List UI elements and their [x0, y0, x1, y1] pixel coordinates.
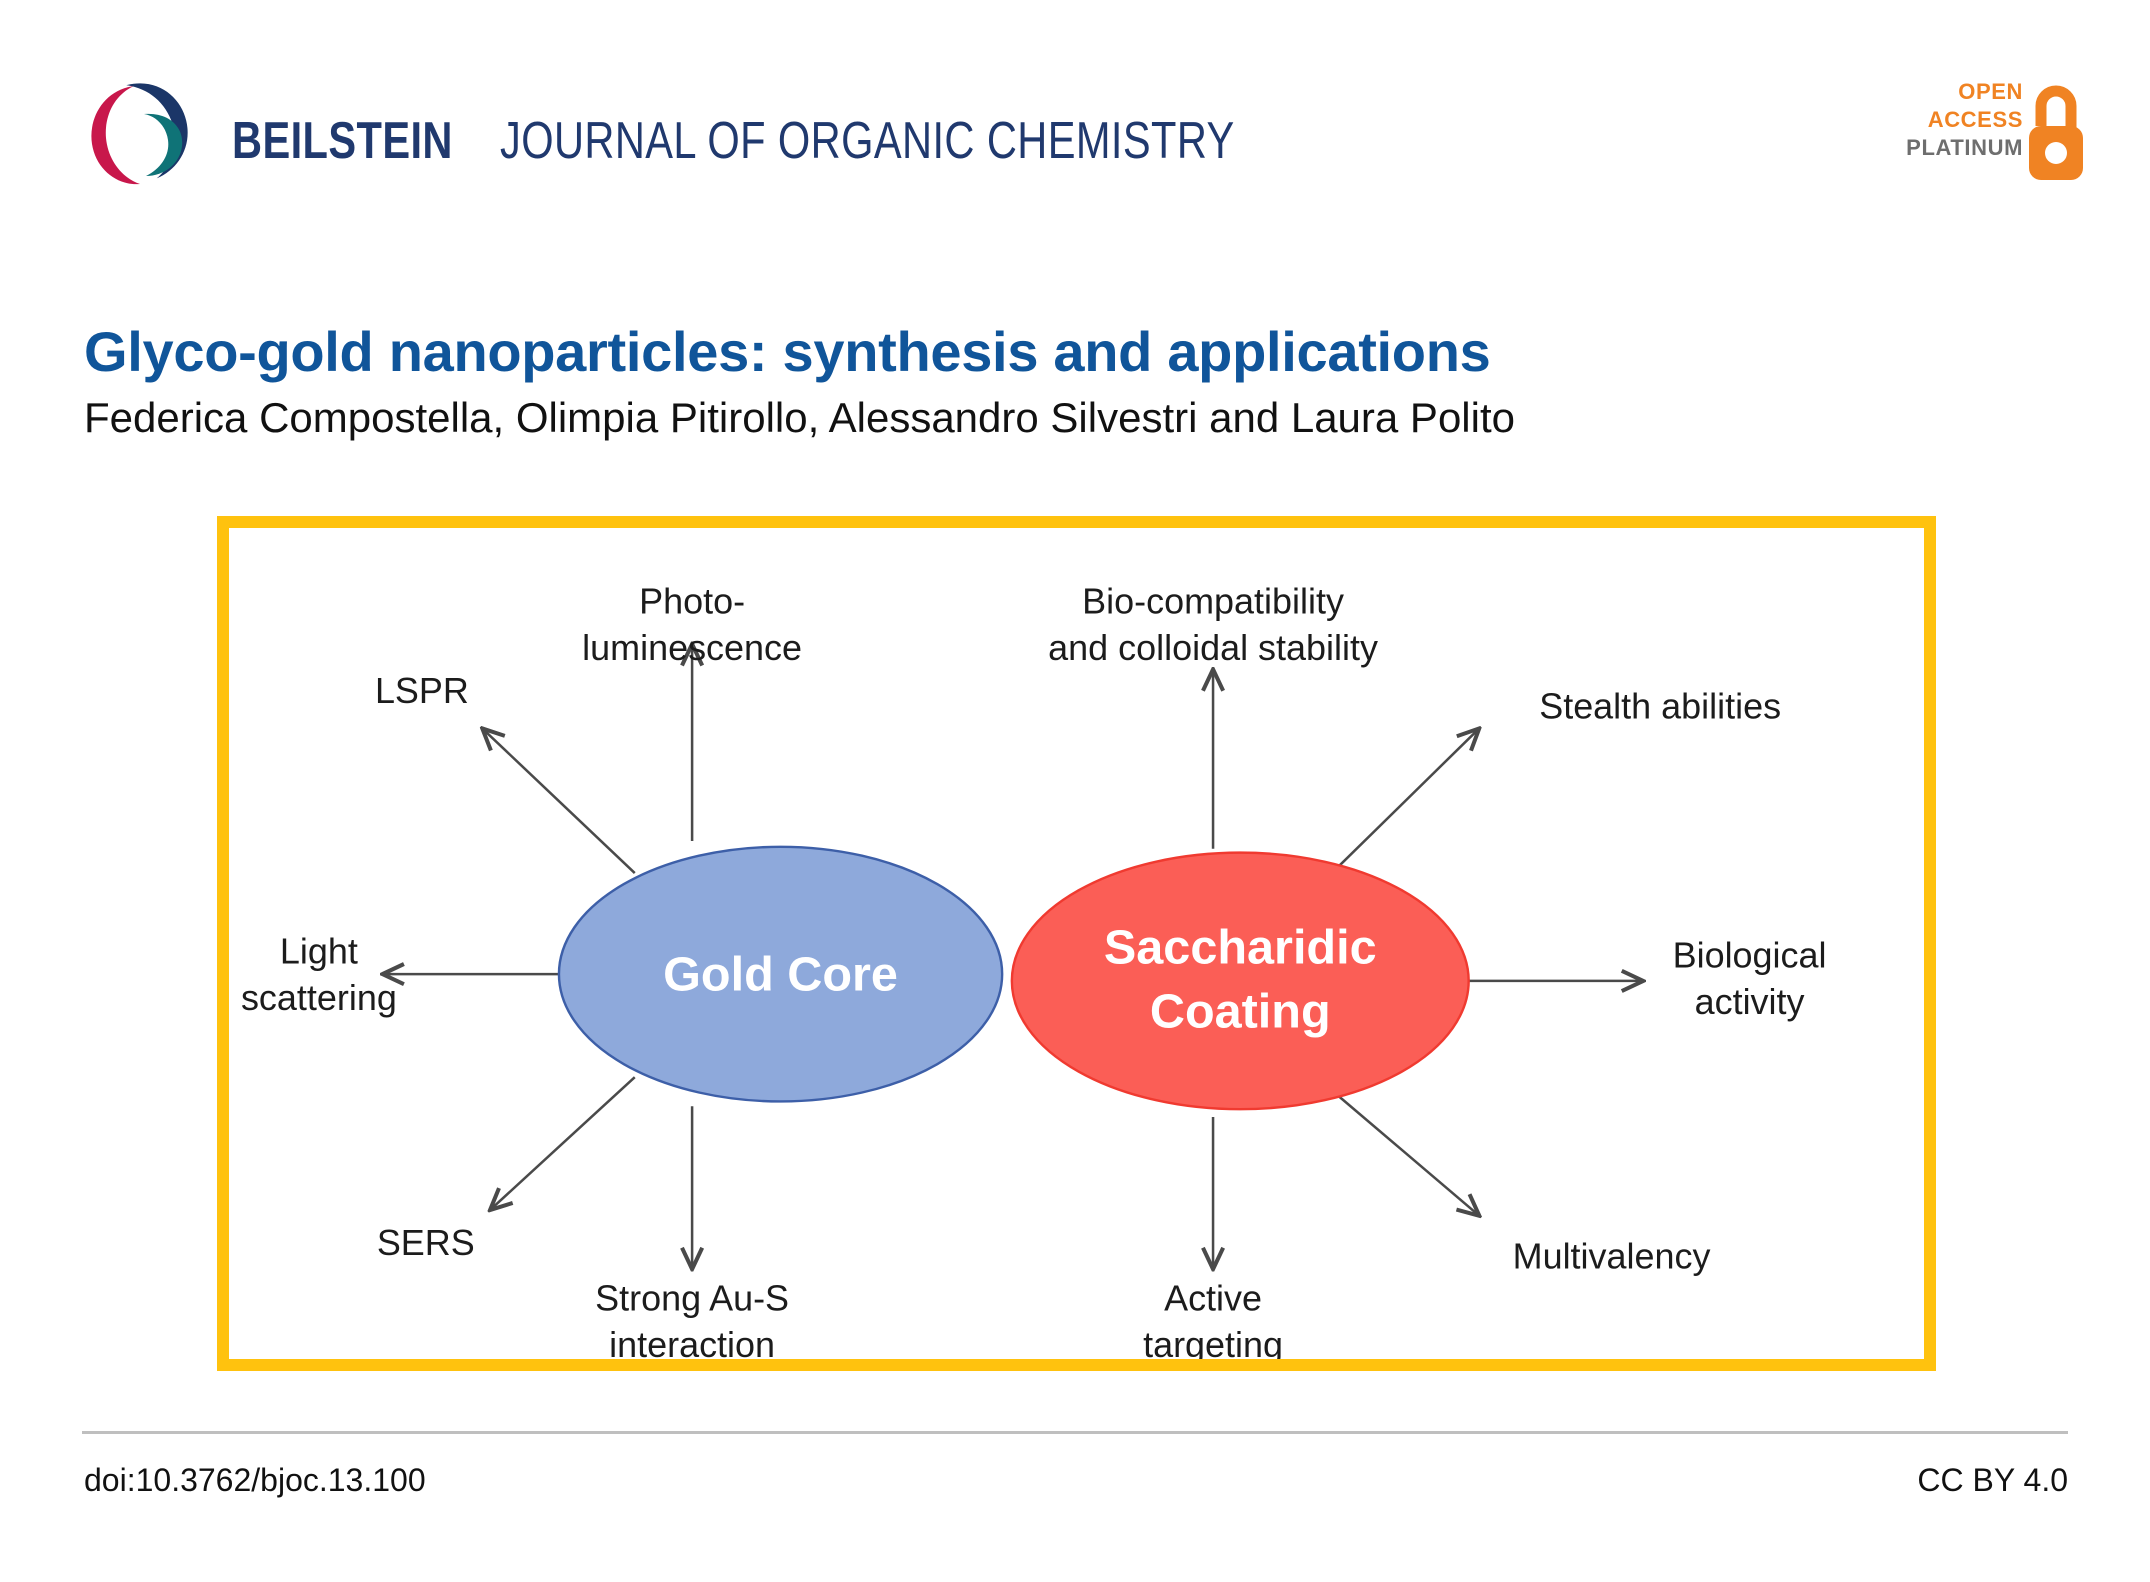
label-stealth-abilities: Stealth abilities: [1539, 685, 1781, 726]
label-biocompatibility-line2: and colloidal stability: [1048, 627, 1378, 668]
open-access-text: OPEN ACCESS PLATINUM: [1901, 78, 2023, 162]
footer-divider: [82, 1431, 2068, 1434]
open-padlock-icon: [2027, 80, 2085, 182]
label-photoluminescence-line1: Photo-: [639, 581, 745, 622]
label-multivalency: Multivalency: [1513, 1236, 1711, 1277]
figure-canvas: Gold Core Saccharidic Coating Photo- lum…: [241, 581, 1827, 1359]
beilstein-logo-icon: [82, 78, 194, 190]
arrow-multivalency: [1326, 1085, 1478, 1214]
saccharidic-coating-label-line2: Coating: [1150, 985, 1331, 1039]
label-active-targeting-line1: Active: [1164, 1277, 1262, 1318]
gold-core-ellipse: [557, 845, 1004, 1103]
label-strong-au-s-line1: Strong Au-S: [595, 1277, 789, 1318]
doi-text: doi:10.3762/bjoc.13.100: [84, 1462, 426, 1498]
label-strong-au-s-line2: interaction: [609, 1324, 775, 1359]
arrow-stealth-abilities: [1319, 730, 1477, 886]
journal-title-bold: BEILSTEIN: [232, 112, 453, 170]
journal-title: BEILSTEIN JOURNAL OF ORGANIC CHEMISTRY: [232, 108, 1418, 174]
oa-line-open: OPEN: [1958, 79, 2023, 104]
page-header: BEILSTEIN JOURNAL OF ORGANIC CHEMISTRY O…: [0, 0, 2150, 230]
label-light-scattering-line1: Light: [280, 930, 358, 971]
arrow-lspr: [484, 730, 636, 874]
journal-title-light: JOURNAL OF ORGANIC CHEMISTRY: [500, 112, 1235, 170]
author-list: Federica Compostella, Olimpia Pitirollo,…: [84, 394, 1515, 441]
label-sers: SERS: [377, 1222, 475, 1263]
gold-core-label: Gold Core: [663, 948, 898, 1002]
saccharidic-coating-label-line1: Saccharidic: [1104, 920, 1377, 974]
arrow-sers: [492, 1076, 636, 1208]
open-access-badge: OPEN ACCESS PLATINUM: [1905, 78, 2085, 186]
saccharidic-coating-ellipse: [1010, 851, 1470, 1111]
oa-line-platinum: PLATINUM: [1906, 135, 2023, 160]
label-light-scattering-line2: scattering: [241, 977, 397, 1018]
oa-line-access: ACCESS: [1927, 107, 2023, 132]
label-lspr: LSPR: [375, 670, 469, 711]
label-biological-activity-line2: activity: [1695, 981, 1805, 1022]
graphical-abstract-figure: Gold Core Saccharidic Coating Photo- lum…: [217, 516, 1936, 1371]
label-active-targeting-line2: targeting: [1143, 1324, 1283, 1359]
label-photoluminescence-line2: luminescence: [582, 627, 802, 668]
page-title: Glyco-gold nanoparticles: synthesis and …: [84, 319, 1491, 383]
label-biocompatibility-line1: Bio-compatibility: [1082, 581, 1344, 622]
license-text: CC BY 4.0: [1917, 1462, 2068, 1498]
label-biological-activity-line1: Biological: [1673, 934, 1827, 975]
